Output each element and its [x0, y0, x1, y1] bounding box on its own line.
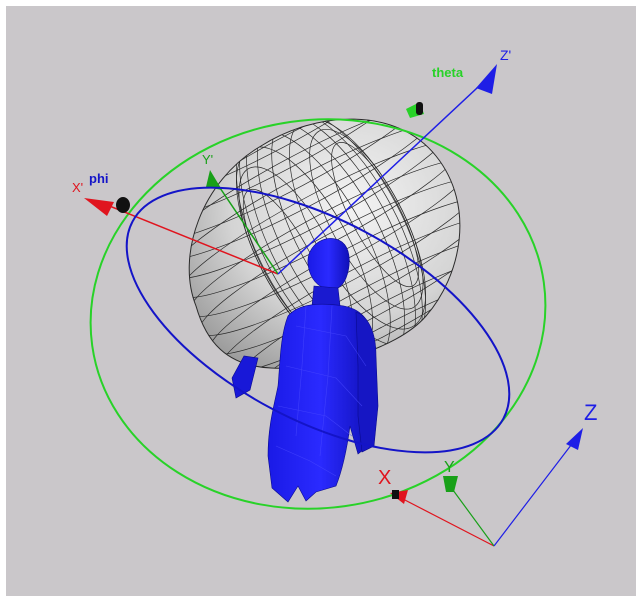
z-arrow-icon	[566, 428, 583, 450]
phi-ring[interactable]	[86, 133, 551, 507]
3d-viewport[interactable]: theta phi Z' Y' X' X Y Z	[6, 6, 636, 596]
phi-handle[interactable]	[116, 197, 130, 213]
y-arrow-icon	[443, 476, 458, 492]
human-torso-model[interactable]	[231, 238, 379, 503]
lobe-parallel	[189, 119, 413, 204]
x-axis-line	[400, 497, 495, 547]
theta-ring[interactable]	[65, 90, 571, 538]
y-prime-arrow-icon	[206, 170, 222, 190]
lobe-parallel	[249, 272, 460, 369]
x-label: X	[378, 467, 391, 489]
theta-handle[interactable]	[406, 102, 424, 118]
torso-facets	[275, 305, 367, 477]
lobe-parallel	[189, 119, 433, 242]
z-label: Z	[584, 400, 597, 425]
lobe-parallel	[189, 119, 443, 261]
x-prime-arrow-icon	[84, 198, 114, 216]
lobe-parallel	[229, 234, 460, 369]
z-prime-axis	[277, 64, 497, 275]
y-label: Y	[444, 459, 455, 476]
y-prime-label: Y'	[202, 152, 213, 167]
reference-frame	[390, 428, 583, 547]
lobe-meridian	[309, 128, 424, 310]
y-axis-line	[449, 485, 495, 547]
scene-canvas[interactable]: theta phi Z' Y' X' X Y Z	[6, 6, 636, 596]
x-prime-label: X'	[72, 180, 83, 195]
z-prime-label: Z'	[500, 47, 511, 63]
z-prime-arrow-icon	[476, 64, 497, 94]
theta-label: theta	[432, 65, 464, 80]
x-arrow-icon	[390, 490, 408, 504]
phi-label: phi	[89, 171, 109, 186]
lobe-parallel	[219, 215, 460, 369]
x-prime-axis	[84, 198, 279, 275]
z-axis-line	[493, 435, 579, 547]
y-prime-axis	[206, 170, 279, 275]
